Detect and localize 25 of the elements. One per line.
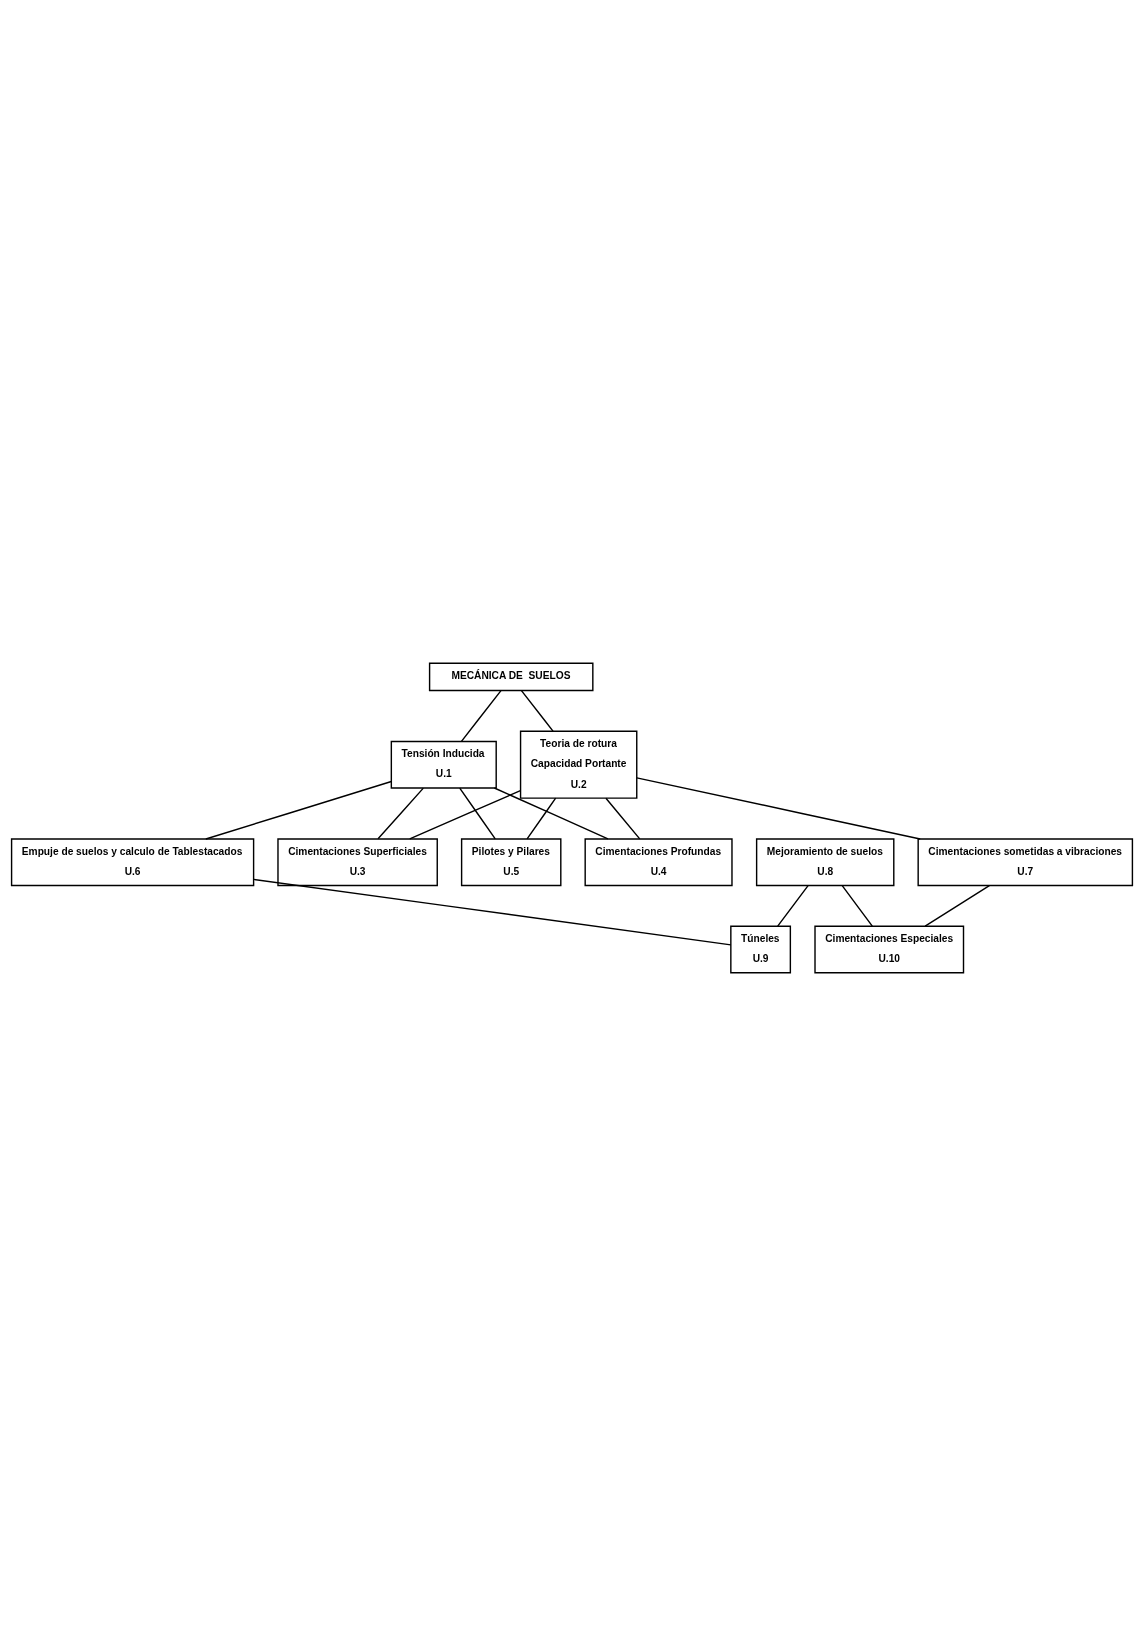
node-box: Mejoramiento de suelos U.8 [755,837,895,886]
node-box: Cimentaciones sometidas a vibraciones U.7 [917,837,1134,886]
node-box: Cimentaciones Superficiales U.3 [277,837,438,886]
node-box: Teoria de rotura Capacidad Portante U.2 [519,730,638,799]
connector [605,796,641,840]
node-box: Cimentaciones Especiales U.10 [814,925,965,973]
node-box: Empuje de suelos y calculo de Tablestacados U.6 [10,837,255,886]
connector [777,884,809,927]
connector [520,689,554,732]
connector [459,786,496,839]
connector [377,786,425,839]
connector [252,878,732,946]
node-box: Túneles U.9 [730,925,792,973]
connector [841,884,873,927]
connector [636,776,921,840]
connector [205,780,393,840]
node-box: MECÁNICA DE SUELOS [428,662,594,691]
connector [493,786,609,840]
node-box: Pilotes y Pilares U.5 [460,837,562,886]
node-box: Cimentaciones Profundas U.4 [584,837,733,886]
connector [924,884,991,927]
connector [460,689,502,742]
node-box: Tensión Inducida U.1 [390,740,497,789]
connector [526,796,557,840]
connector [409,789,522,840]
